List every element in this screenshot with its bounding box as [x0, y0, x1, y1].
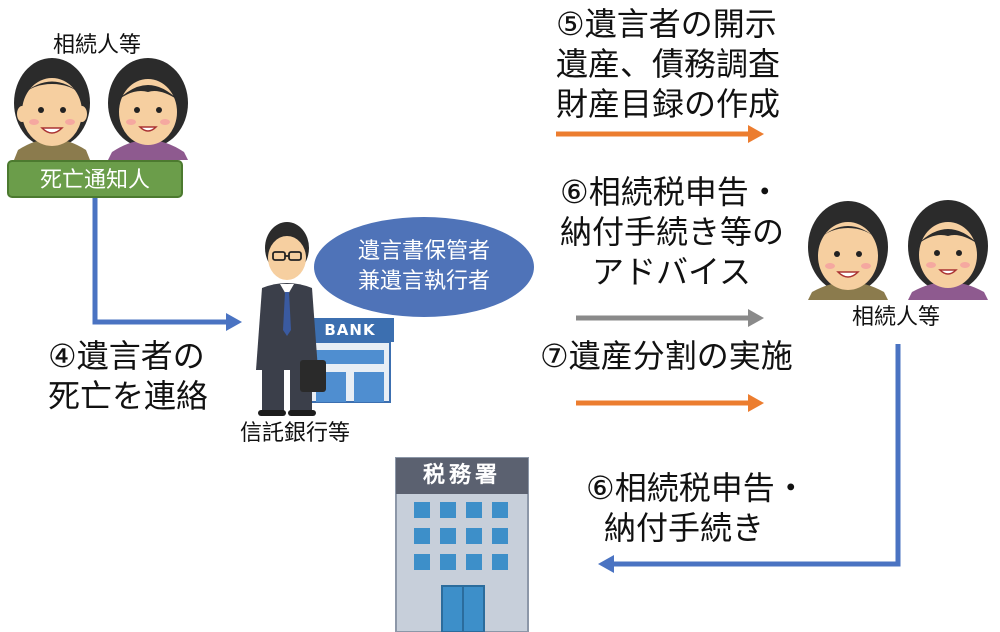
tax-office-building-icon: [395, 457, 529, 632]
step6b-line1: ⑥相続税申告・: [586, 469, 807, 507]
arrow-step7: [576, 394, 764, 412]
step6a-line1: ⑥相続税申告・: [560, 173, 781, 211]
woman-face-icon-right: [908, 200, 988, 300]
bubble-line1: 遺言書保管者: [357, 239, 490, 264]
bubble-line2: 兼遺言執行者: [357, 269, 490, 294]
woman-face-icon: [108, 58, 188, 160]
arrow-notify-bank: [92, 198, 242, 331]
bank-sign: BANK: [324, 321, 376, 339]
arrow-heirs-tax: [598, 344, 901, 573]
step5-line1: ⑤遺言者の開示: [556, 5, 777, 43]
step6a-line2: 納付手続き等の: [560, 213, 785, 251]
step7-label: ⑦遺産分割の実施: [540, 337, 793, 375]
heirs-top-label: 相続人等: [52, 33, 141, 58]
custodian-executor-bubble: 遺言書保管者 兼遺言執行者: [314, 217, 534, 317]
step4-line1: ④遺言者の: [48, 337, 205, 375]
step5-line2: 遺産、債務調査: [556, 45, 781, 83]
step5-line3: 財産目録の作成: [556, 85, 781, 123]
step6a-line3: アドバイス: [592, 253, 752, 291]
heirs-right-label: 相続人等: [851, 305, 940, 330]
tax-office-sign: 税務署: [422, 463, 501, 488]
heirs-top-illustration: [14, 58, 188, 160]
man-face-icon: [14, 58, 90, 160]
step6b-line2: 納付手続き: [604, 509, 765, 547]
arrow-step6-advice: [576, 309, 764, 327]
trust-bank-label: 信託銀行等: [240, 421, 351, 446]
heirs-right-illustration: [808, 200, 988, 300]
arrow-step5: [556, 125, 764, 143]
step4-line2: 死亡を連絡: [48, 377, 209, 415]
death-notifier-tag: 死亡通知人: [7, 160, 183, 198]
banker-icon: [256, 222, 326, 416]
man-face-icon-right: [808, 201, 888, 300]
